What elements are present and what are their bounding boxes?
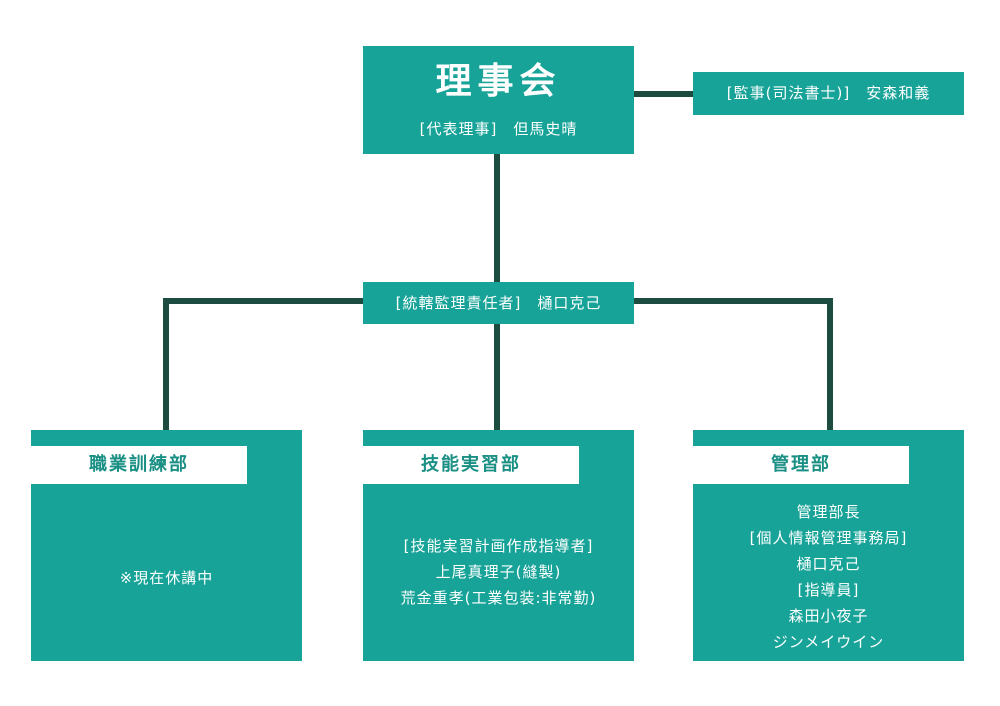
- dept-title: 職業訓練部: [31, 446, 247, 484]
- connector-right-vertical: [827, 298, 833, 430]
- connector-center-vertical: [494, 324, 500, 430]
- connector-right-horizontal: [634, 298, 833, 304]
- dept-line: 管理部長: [796, 503, 861, 521]
- dept-line: [指導員]: [797, 581, 860, 599]
- dept-box-management: 管理部 管理部長 [個人情報管理事務局] 樋口克己 [指導員] 森田小夜子 ジン…: [693, 430, 964, 661]
- dept-body: [技能実習計画作成指導者] 上尾真理子(縫製) 荒金重孝(工業包装:非常勤): [363, 533, 634, 611]
- dept-line: [個人情報管理事務局]: [749, 529, 908, 547]
- supervisor-box: [統轄監理責任者] 樋口克己: [363, 282, 634, 324]
- dept-line: 荒金重孝(工業包装:非常勤): [400, 589, 597, 607]
- dept-line: [技能実習計画作成指導者]: [403, 537, 594, 555]
- connector-left-vertical: [163, 298, 169, 430]
- dept-body: 管理部長 [個人情報管理事務局] 樋口克己 [指導員] 森田小夜子 ジンメイウイ…: [693, 499, 964, 655]
- dept-title: 管理部: [693, 446, 909, 484]
- dept-box-vocational-training: 職業訓練部 ※現在休講中: [31, 430, 302, 661]
- dept-title: 技能実習部: [363, 446, 579, 484]
- board-box: 理事会 [代表理事] 但馬史晴: [363, 46, 634, 154]
- dept-line: 上尾真理子(縫製): [435, 563, 562, 581]
- connector-board-supervisor: [494, 154, 500, 290]
- board-representative: [代表理事] 但馬史晴: [419, 120, 578, 138]
- dept-line: 森田小夜子: [788, 607, 869, 625]
- dept-body: ※現在休講中: [31, 565, 302, 591]
- dept-line: ジンメイウイン: [772, 633, 885, 651]
- connector-board-auditor: [634, 91, 694, 97]
- dept-box-technical-intern: 技能実習部 [技能実習計画作成指導者] 上尾真理子(縫製) 荒金重孝(工業包装:…: [363, 430, 634, 661]
- auditor-box: [監事(司法書士)] 安森和義: [693, 72, 964, 115]
- dept-line: ※現在休講中: [119, 569, 214, 587]
- connector-left-horizontal: [163, 298, 363, 304]
- dept-line: 樋口克己: [796, 555, 861, 573]
- board-title: 理事会: [435, 61, 562, 102]
